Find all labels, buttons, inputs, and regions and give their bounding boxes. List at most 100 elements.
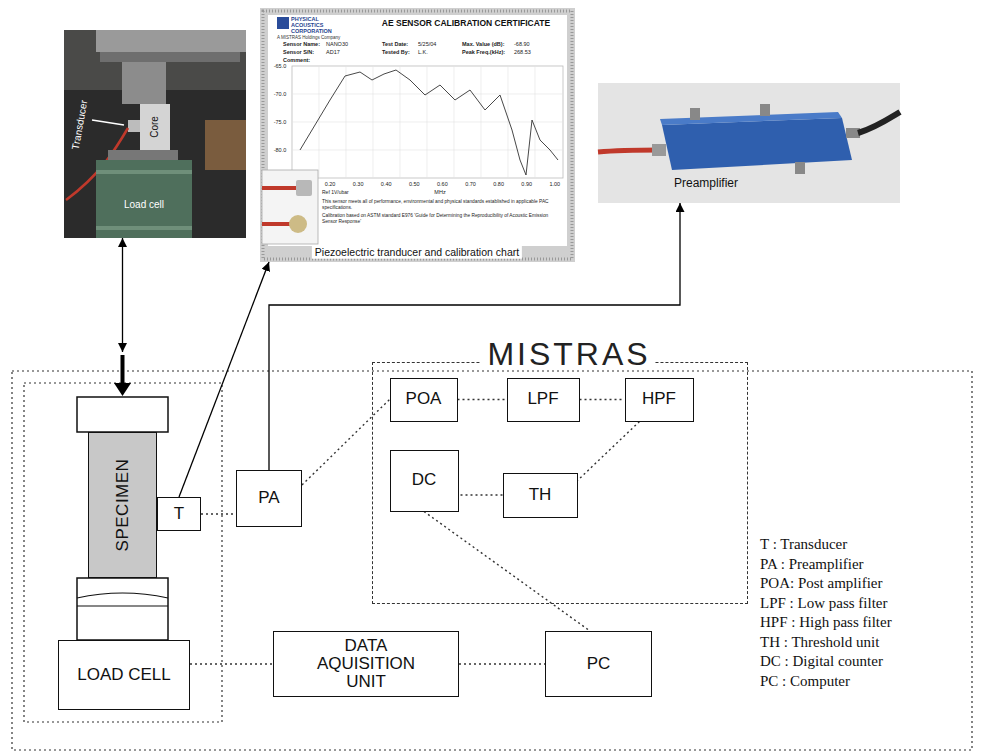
chart-frame (292, 66, 563, 178)
top-platen (77, 397, 168, 432)
certificate-text: Sensor S/N: (283, 49, 314, 56)
process-box: TH (503, 473, 578, 518)
certificate-text: 5/25/04 (418, 41, 436, 48)
certificate-text: 0.70 (465, 181, 476, 188)
certificate-text: Calibration based on ASTM standard E976 … (322, 213, 564, 225)
calibration-certificate: PHYSICAL ACOUSTICS CORPORATIONA MISTRAS … (260, 8, 575, 262)
signal-line (458, 399, 507, 400)
box-label: POA (406, 390, 442, 409)
box-label: HPF (642, 390, 676, 409)
bnc-connector (846, 128, 860, 138)
certificate-text: Test Date: (382, 41, 408, 48)
preamplifier-photo: Preamplifier (598, 83, 900, 203)
preamp-housing (662, 118, 852, 170)
output-cable (858, 112, 900, 133)
signal-line (459, 663, 545, 664)
sensor-cable (262, 186, 296, 190)
bottom-platen (77, 578, 168, 640)
bnc-connector (690, 108, 700, 120)
photo-link-arrow (269, 203, 680, 470)
certificate-text: -65.0 (274, 63, 287, 70)
abbreviation-entry: T : Transducer (760, 536, 847, 553)
acquisition-box: DATA AQUISITION UNIT (273, 631, 459, 697)
certificate-text: 0.50 (409, 181, 420, 188)
load-arrow-head (114, 383, 131, 396)
box-label: LPF (527, 390, 558, 409)
photo-label: Load cell (124, 199, 164, 211)
box-label: DC (412, 471, 437, 490)
certificate-text: Max. Value (dB): (462, 41, 504, 48)
mistras-system: MISTRASPOALPFHPFDCTH (372, 362, 748, 604)
abbreviation-entry: TH : Threshold unit (760, 634, 879, 651)
wooden-block (205, 120, 246, 170)
certificate-text: Sensor Name: (283, 41, 320, 48)
certificate-text: Piezoelectric tranducer and calibration … (312, 246, 522, 259)
certificate-text: AD17 (326, 49, 340, 56)
certificate-text: A MISTRAS Holdings Company (277, 35, 340, 40)
certificate-text: -68.90 (514, 41, 530, 48)
certificate-text: Tested By: (382, 49, 410, 56)
preamplifier-photo (598, 83, 900, 203)
loading-ram (122, 62, 166, 104)
signal-line (580, 399, 625, 400)
core-sample (140, 104, 170, 150)
certificate-text: NANO30 (326, 41, 348, 48)
certificate-text: 0.40 (381, 181, 392, 188)
photo-label: Preamplifier (674, 176, 738, 190)
process-box: LPF (507, 378, 580, 422)
specimen-column: SPECIMEN (88, 432, 157, 578)
transducer-box: T (157, 497, 201, 531)
photo-ground (64, 30, 246, 238)
upper-platen (96, 30, 246, 52)
photo-ground (598, 83, 900, 203)
box-label: T (174, 505, 184, 524)
certificate-text: 0.30 (353, 181, 364, 188)
rig-boundary (24, 383, 222, 722)
transducer-body (128, 120, 140, 132)
chart-grid (292, 66, 563, 178)
sensor-photo (262, 170, 318, 244)
signal-line (459, 494, 503, 495)
photo-label: Core (149, 116, 161, 138)
photo-link-arrow (179, 262, 269, 497)
abbreviation-entry: LPF : Low pass filter (760, 595, 888, 612)
bnc-connector (760, 104, 770, 116)
certificate-text: 0.90 (521, 181, 532, 188)
group-heading: MISTRAS (480, 338, 654, 370)
test-rig-photo: TransducerCoreLoad cell (64, 30, 246, 238)
photo-link-arrow (122, 238, 123, 352)
certificate-text: 1.00 (549, 181, 560, 188)
process-box: DC (390, 450, 459, 512)
calibration-certificate (260, 8, 575, 262)
abbreviation-entry: DC : Digital counter (760, 653, 883, 670)
process-box: HPF (625, 378, 694, 422)
load-cell-band (96, 226, 192, 230)
certificate-text: -70.0 (274, 91, 287, 98)
certificate-frame (260, 8, 575, 262)
certificate-text: PHYSICAL ACOUSTICS CORPORATION (291, 17, 341, 34)
certificate-text: L.K. (418, 49, 428, 56)
certificate-text: 0.80 (493, 181, 504, 188)
input-cable (598, 150, 660, 152)
sensor-cable (262, 222, 290, 226)
box-label: PC (587, 655, 611, 674)
bnc-connector (652, 144, 666, 156)
load-cell-band (96, 170, 192, 174)
bnc-connector (795, 162, 805, 174)
certificate-text: 0.20 (325, 181, 336, 188)
test-rig-photo (64, 30, 246, 238)
box-label: LOAD CELL (77, 666, 171, 685)
certificate-text: AE SENSOR CALIBRATION CERTIFICATE (382, 18, 550, 28)
signal-line (424, 512, 590, 632)
certificate-text: MHz (434, 189, 445, 196)
certificate-text: -75.0 (274, 119, 287, 126)
signal-line (201, 513, 236, 514)
certificate-text: 268.53 (514, 49, 531, 56)
certificate-text: This sensor meets all of performance, en… (322, 199, 564, 211)
load-cell-body (96, 160, 192, 238)
computer-box: PC (545, 631, 652, 697)
pointer-line (92, 120, 124, 125)
signal-line (302, 400, 390, 486)
frame-pattern (263, 11, 572, 259)
sensor-face (289, 215, 307, 233)
